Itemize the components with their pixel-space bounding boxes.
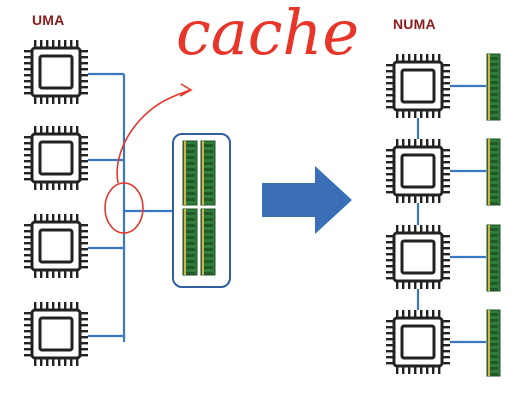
cache-annotation: cache (176, 0, 360, 69)
annotation-arrowhead (179, 83, 193, 97)
uma-cpu-chip-icon (22, 300, 90, 368)
memory-bank-frame (172, 133, 231, 288)
uma-cpu-chip-icon (22, 38, 90, 106)
cache-circle (104, 182, 144, 234)
ram-module-icon (182, 140, 198, 206)
numa-cpu-chip-icon (384, 223, 452, 291)
numa-cpu-chip-icon (384, 308, 452, 376)
numa-cpu-chip-icon (384, 137, 452, 205)
uma-cpu-chip-icon (22, 212, 90, 280)
numa-ram-module-icon (486, 224, 501, 292)
numa-ram-module-icon (486, 309, 501, 377)
right-arrow-icon (262, 166, 352, 234)
ram-module-icon (200, 140, 216, 206)
uma-cpu-chip-icon (22, 124, 90, 192)
uma-title: UMA (32, 12, 65, 28)
numa-title: NUMA (393, 16, 436, 32)
ram-module-icon (182, 208, 198, 276)
ram-module-icon (200, 208, 216, 276)
numa-ram-module-icon (486, 53, 501, 121)
numa-ram-module-icon (486, 138, 501, 206)
annotation-curve (116, 89, 191, 184)
numa-cpu-chip-icon (384, 52, 452, 120)
